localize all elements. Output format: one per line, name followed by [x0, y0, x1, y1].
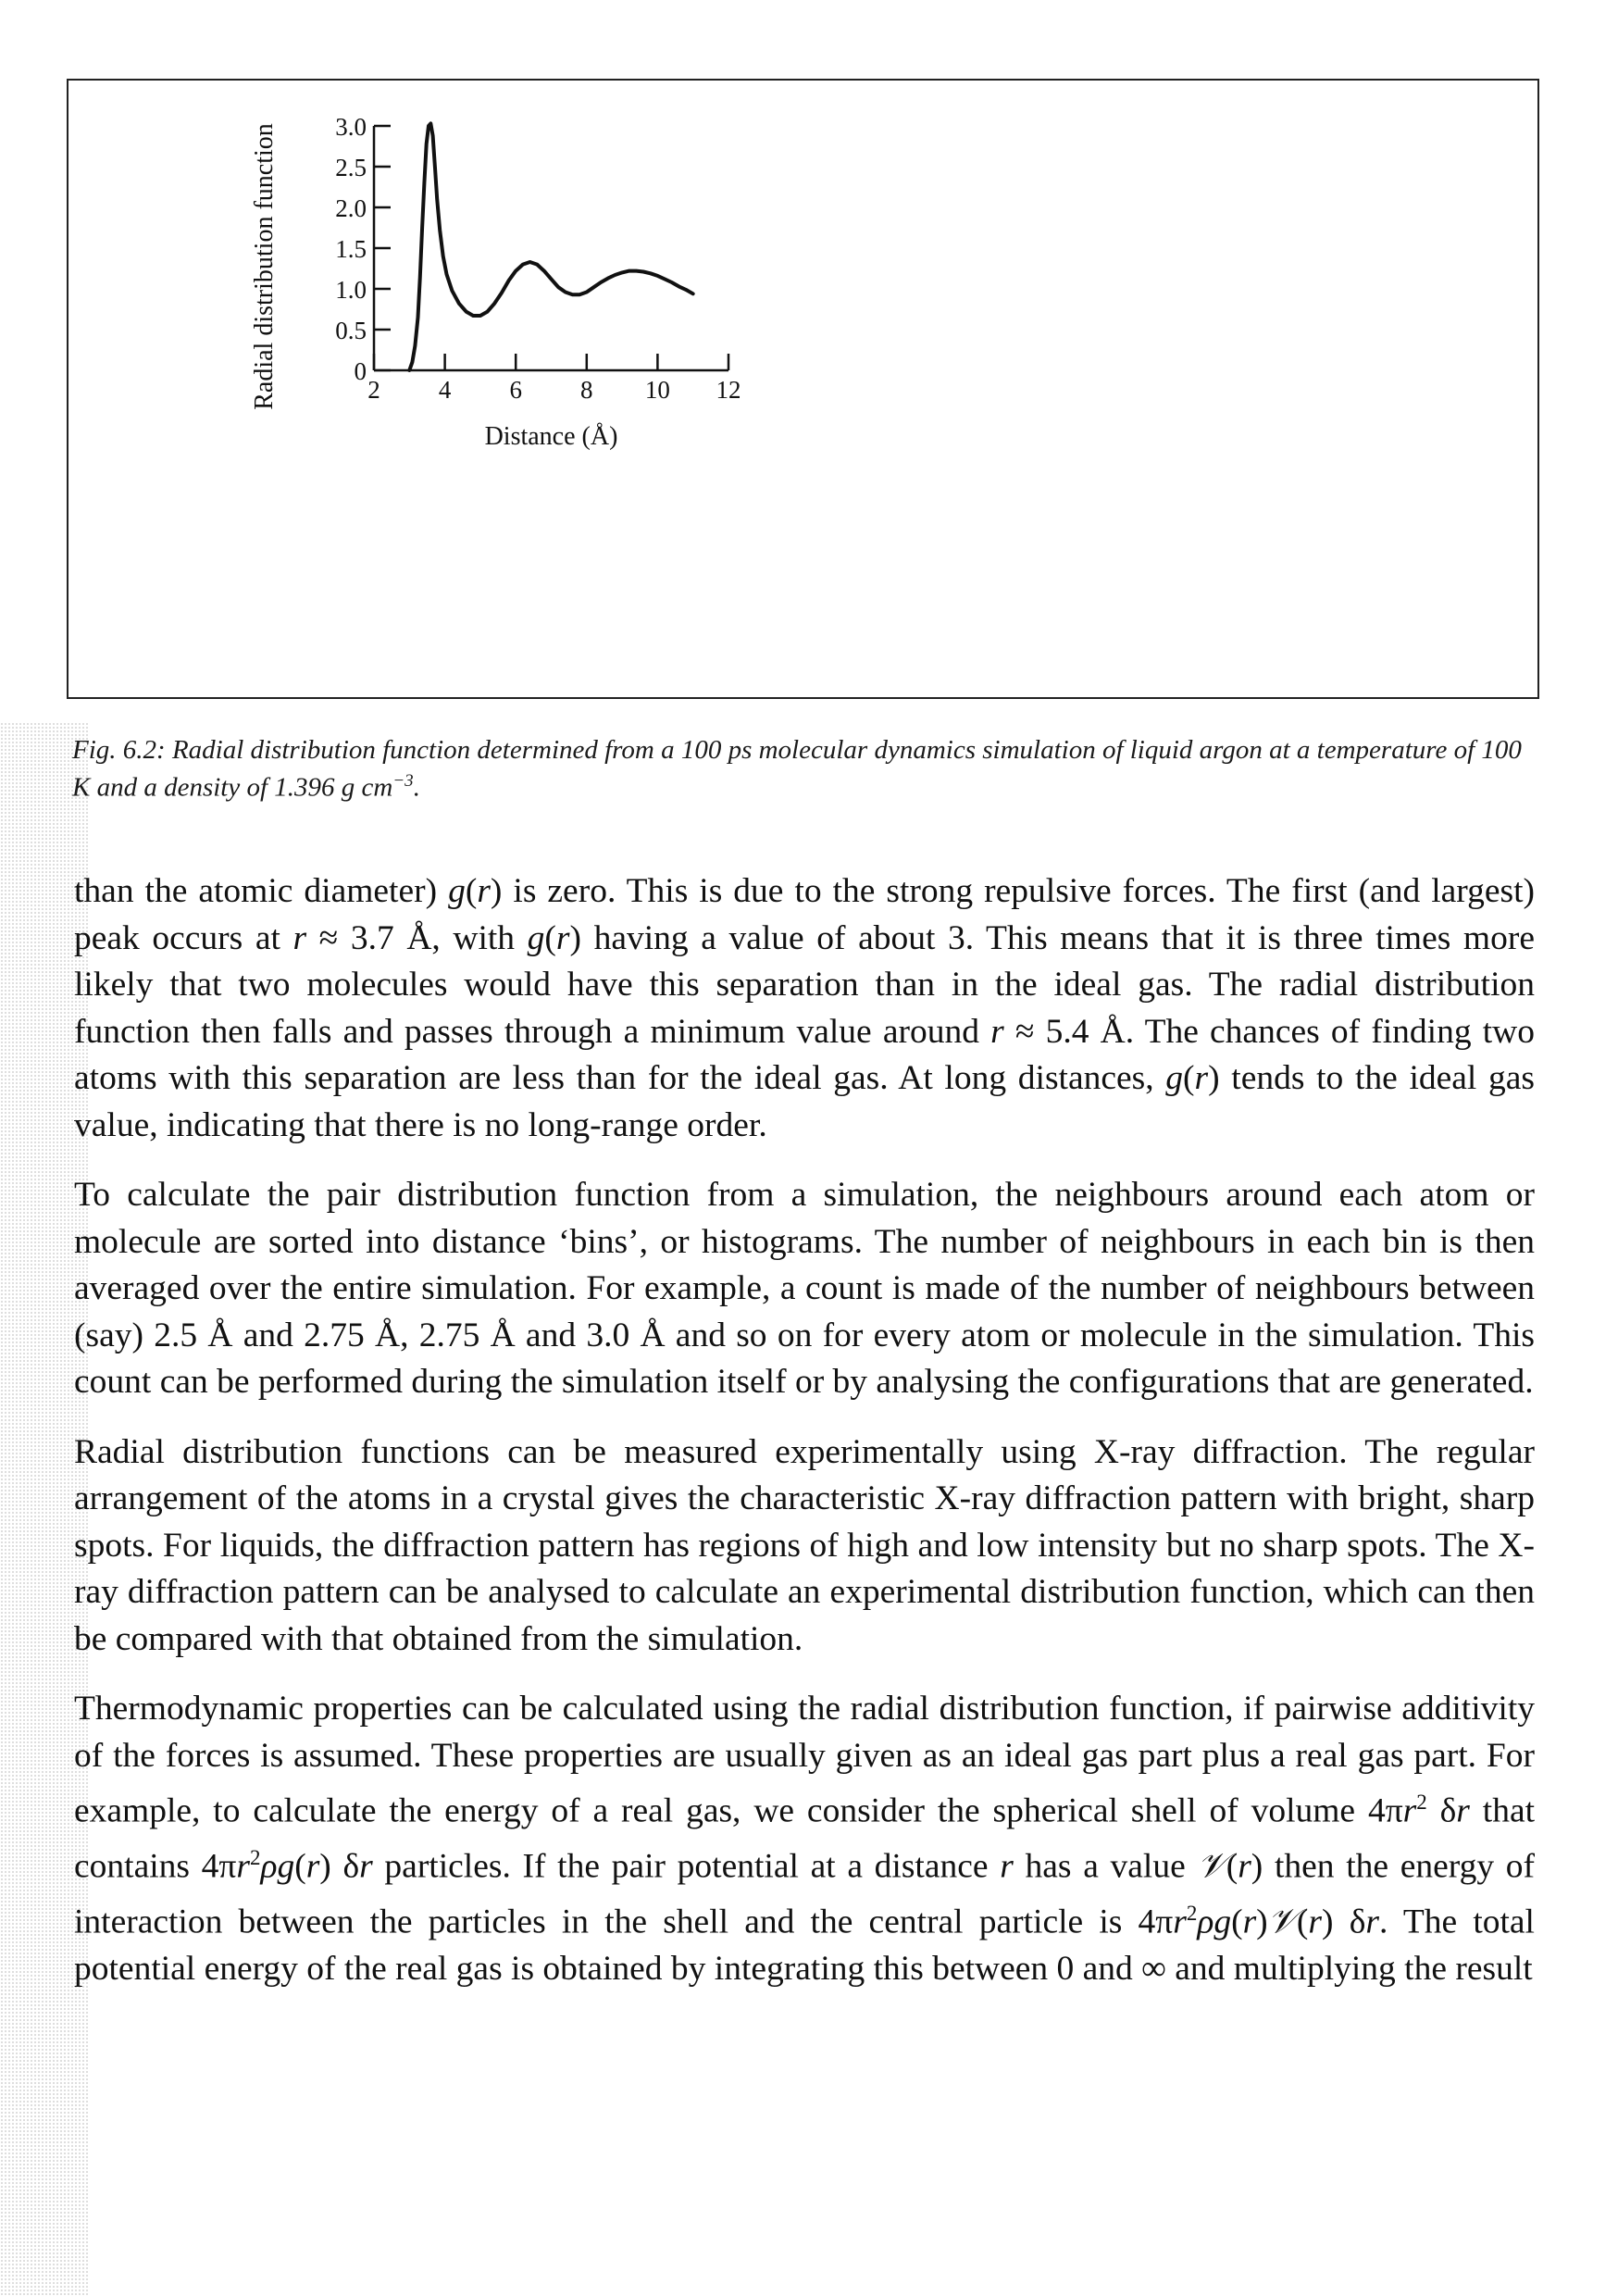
math-symbol: ρ: [1197, 1903, 1214, 1941]
text-run: that contains 4π: [74, 1791, 1536, 1886]
text-run: To calculate the pair distribution funct…: [74, 1176, 1535, 1401]
math-symbol: r: [292, 918, 307, 957]
superscript: 2: [1416, 1791, 1427, 1814]
x-tick-label: 8: [580, 376, 593, 404]
math-symbol: ρ: [260, 1847, 278, 1886]
caption-prefix: Fig. 6.2:: [72, 735, 166, 765]
x-tick-label: 4: [439, 376, 452, 404]
math-symbol: r: [1365, 1903, 1379, 1941]
x-axis-label: Distance (Å): [485, 422, 618, 451]
text-run: ) is zero. This is due to the strong rep…: [74, 872, 1535, 957]
text-run: (: [1296, 1903, 1309, 1941]
text-run: ) δ: [319, 1847, 360, 1886]
text-run: . The total potential energy of the real…: [74, 1903, 1535, 1989]
math-symbol: r: [477, 872, 491, 910]
paragraph: Thermodynamic properties can be calculat…: [74, 1686, 1535, 1993]
y-tick-label: 3.0: [335, 113, 367, 141]
text-run: ): [1256, 1903, 1268, 1941]
math-symbol: r: [1402, 1791, 1417, 1830]
y-tick-label: 0: [355, 357, 367, 385]
y-tick-label: 2.0: [335, 194, 367, 222]
caption-body: Radial distribution function determined …: [72, 735, 1522, 803]
body-text: than the atomic diameter) g(r) is zero. …: [74, 868, 1535, 2016]
text-run: ) δ: [1322, 1903, 1366, 1941]
math-symbol: g: [277, 1847, 295, 1886]
text-run: Thermodynamic properties can be calculat…: [74, 1690, 1535, 1830]
math-symbol: r: [555, 918, 570, 957]
text-run: (: [544, 918, 556, 957]
x-tick-label: 6: [509, 376, 522, 404]
text-run: has a value: [1013, 1847, 1198, 1886]
text-run: than the atomic diameter): [74, 872, 449, 910]
text-run: (: [294, 1847, 306, 1886]
paragraph: than the atomic diameter) g(r) is zero. …: [74, 868, 1535, 1149]
math-symbol: r: [1456, 1791, 1470, 1830]
y-tick-label: 2.5: [335, 154, 367, 181]
text-run: Radial distribution functions can be mea…: [74, 1432, 1535, 1658]
paragraph: To calculate the pair distribution funct…: [74, 1172, 1535, 1406]
caption-end: .: [413, 772, 420, 803]
text-run: (: [465, 872, 478, 910]
text-run: ≈ 3.7 Å, with: [306, 918, 528, 957]
math-symbol: r: [1242, 1903, 1257, 1941]
text-run: ) tends to the ideal gas value, indicati…: [74, 1059, 1535, 1144]
text-run: ) then the energy of interaction between…: [74, 1847, 1535, 1941]
text-run: (: [1183, 1059, 1195, 1097]
math-symbol: 𝒱: [1197, 1847, 1226, 1886]
figure-caption: Fig. 6.2: Radial distribution function d…: [72, 734, 1535, 804]
caption-superscript: −3: [392, 771, 414, 791]
rdf-series-line: [407, 121, 695, 372]
text-run: ) having a value of about 3. This means …: [74, 918, 1535, 1051]
superscript: 2: [1186, 1902, 1198, 1925]
y-tick-label: 1.0: [335, 276, 367, 304]
math-symbol: r: [1194, 1059, 1209, 1097]
y-tick-label: 0.5: [335, 317, 367, 344]
math-symbol: r: [990, 1012, 1004, 1051]
math-symbol: r: [359, 1847, 373, 1886]
text-run: (: [1231, 1903, 1243, 1941]
math-symbol: r: [305, 1847, 320, 1886]
y-tick-label: 1.5: [335, 235, 367, 263]
y-axis-label: Radial distribution function: [250, 123, 279, 410]
math-symbol: g: [1165, 1059, 1184, 1097]
math-symbol: g: [527, 918, 545, 957]
math-symbol: r: [1000, 1847, 1014, 1886]
scan-halftone-edge: [0, 722, 88, 2296]
math-symbol: g: [448, 872, 466, 910]
math-symbol: 𝒱: [1267, 1903, 1297, 1941]
paragraph: Radial distribution functions can be mea…: [74, 1429, 1535, 1664]
superscript: 2: [249, 1846, 261, 1869]
math-symbol: r: [236, 1847, 250, 1886]
text-run: δ: [1426, 1791, 1457, 1830]
math-symbol: r: [1308, 1903, 1323, 1941]
math-symbol: r: [1238, 1847, 1251, 1886]
x-tick-label: 10: [645, 376, 670, 404]
text-run: particles. If the pair potential at a di…: [372, 1847, 1001, 1886]
math-symbol: r: [1173, 1903, 1187, 1941]
text-run: ≈ 5.4 Å. The chances of finding two atom…: [74, 1012, 1535, 1098]
x-tick-label: 2: [367, 376, 380, 404]
x-tick-label: 12: [716, 376, 741, 404]
math-symbol: g: [1214, 1903, 1232, 1941]
text-run: (: [1226, 1847, 1238, 1886]
